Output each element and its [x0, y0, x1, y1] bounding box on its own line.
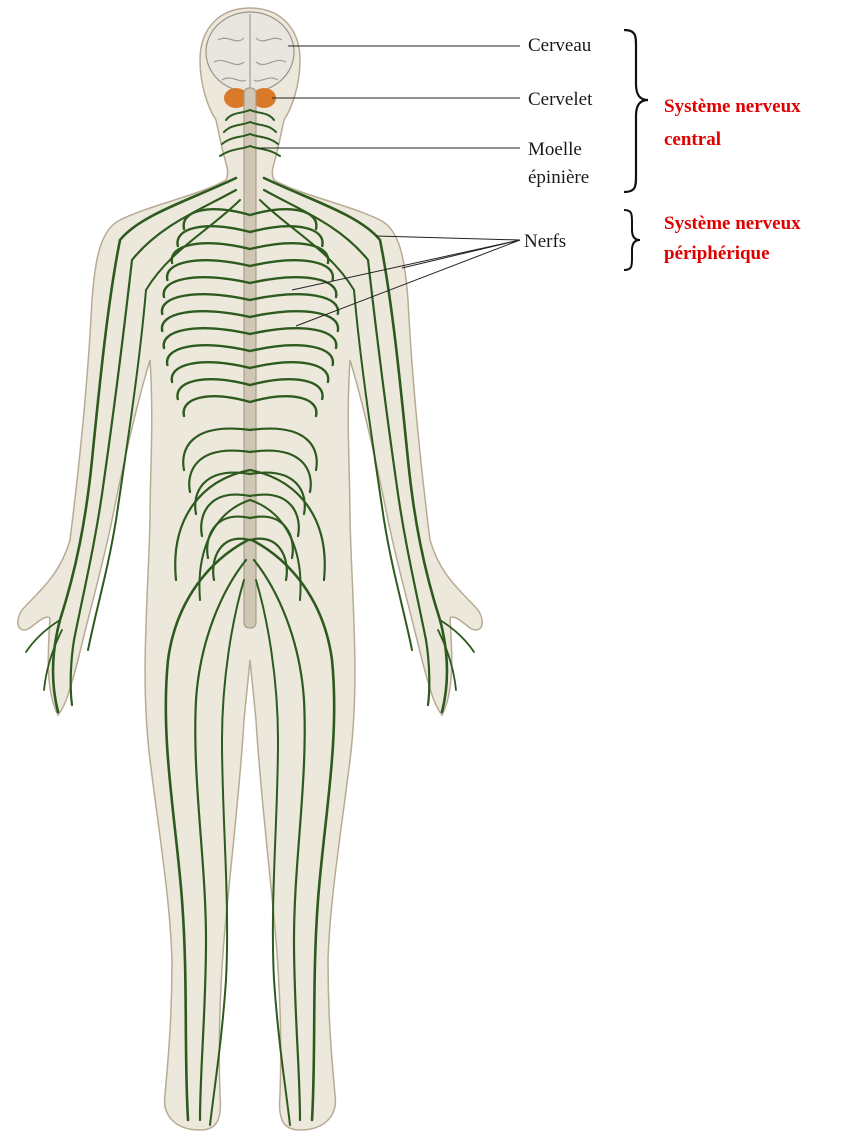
label-cerveau: Cerveau — [528, 34, 591, 58]
system-central-line1: Système nerveux — [664, 95, 801, 119]
label-cervelet: Cervelet — [528, 88, 592, 112]
system-peripheral-line1: Système nerveux — [664, 212, 801, 236]
brace-central — [624, 30, 648, 192]
system-central-line2: central — [664, 128, 721, 152]
label-nerfs: Nerfs — [524, 230, 566, 254]
label-moelle: Moelle — [528, 138, 582, 162]
spinal-cord-shape — [244, 88, 256, 628]
brace-peripheral — [624, 210, 640, 270]
system-peripheral-line2: périphérique — [664, 242, 770, 266]
label-epiniere: épinière — [528, 166, 589, 190]
